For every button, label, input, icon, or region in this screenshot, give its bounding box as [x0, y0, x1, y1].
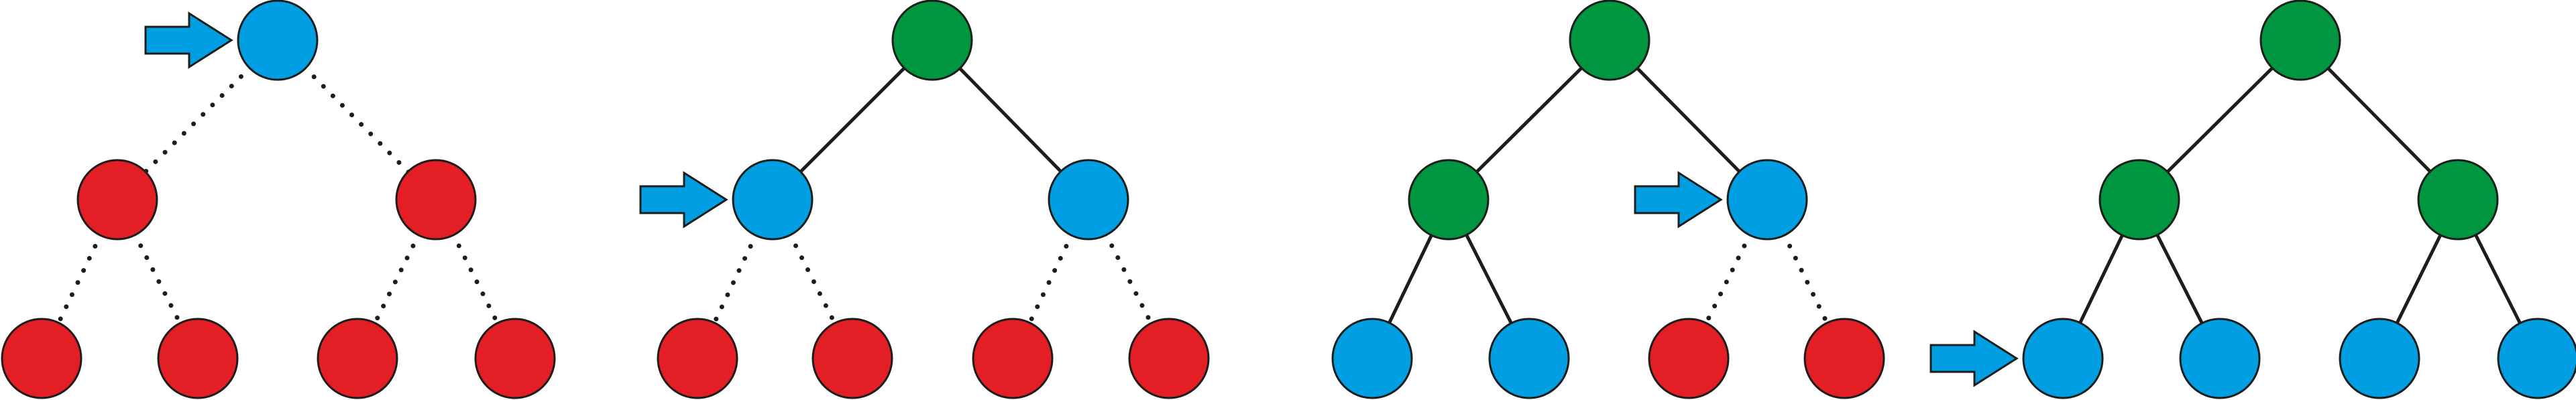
- solid-edge-1-3: [2078, 233, 2125, 325]
- blue-node-5: [2339, 318, 2420, 399]
- red-node-6: [474, 318, 556, 399]
- dotted-edge-1-4: [132, 231, 183, 327]
- red-node-5: [317, 318, 398, 399]
- dotted-edge-1-3: [711, 232, 759, 326]
- solid-edge-2-5: [2394, 233, 2443, 325]
- pointer-arrow-icon: [639, 171, 728, 228]
- red-node-2: [395, 159, 477, 241]
- blue-node-3: [1331, 318, 1413, 399]
- blue-node-2: [1048, 159, 1129, 241]
- green-node-2: [2417, 159, 2499, 241]
- dotted-edge-1-4: [787, 231, 838, 327]
- dotted-edge-2-6: [450, 231, 501, 327]
- red-node-1: [76, 159, 158, 241]
- tree-diagram-step-3: [1331, 0, 1885, 399]
- red-node-4: [157, 318, 239, 399]
- red-node-5: [1648, 318, 1730, 399]
- blue-node-6: [2497, 318, 2576, 399]
- dotted-edge-0-1: [142, 64, 254, 176]
- blue-node-4: [1488, 318, 1570, 399]
- tree-diagram-step-2: [639, 0, 1210, 399]
- dotted-edge-2-5: [1703, 231, 1753, 327]
- dotted-edge-2-5: [372, 231, 422, 327]
- solid-edge-2-6: [2473, 232, 2522, 326]
- green-node-1: [2098, 159, 2180, 241]
- green-node-0: [891, 0, 973, 81]
- solid-edge-0-2: [2326, 66, 2432, 174]
- green-node-1: [1408, 159, 1490, 241]
- blue-node-3: [2022, 318, 2104, 399]
- solid-edge-0-1: [1474, 66, 1584, 174]
- red-node-3: [657, 318, 738, 399]
- solid-edge-0-1: [2165, 66, 2275, 174]
- dotted-edge-2-6: [1103, 231, 1154, 327]
- solid-edge-1-3: [1387, 233, 1434, 325]
- red-node-5: [972, 318, 1054, 399]
- red-node-6: [1128, 318, 1210, 399]
- green-node-0: [2259, 0, 2341, 81]
- solid-edge-1-4: [2155, 232, 2204, 326]
- red-node-3: [1, 318, 82, 399]
- pointer-arrow-icon: [1929, 330, 2019, 387]
- pointer-arrow-icon: [144, 11, 233, 69]
- blue-node-4: [2179, 318, 2261, 399]
- green-node-0: [1569, 0, 1650, 81]
- blue-node-1: [732, 159, 814, 241]
- dotted-edge-2-6: [1781, 231, 1830, 327]
- tree-diagram-step-4: [1929, 0, 2576, 399]
- blue-node-0: [237, 0, 319, 81]
- red-node-4: [811, 318, 893, 399]
- dotted-edge-1-3: [56, 231, 103, 327]
- dotted-edge-0-2: [302, 64, 412, 176]
- blue-node-2: [1726, 159, 1808, 241]
- pointer-arrow-icon: [1634, 171, 1723, 228]
- tree-diagram-step-1: [1, 0, 556, 399]
- solid-edge-0-2: [1635, 66, 1742, 174]
- solid-edge-0-1: [798, 66, 907, 174]
- solid-edge-0-2: [958, 66, 1063, 174]
- red-node-6: [1803, 318, 1885, 399]
- dotted-edge-2-5: [1027, 231, 1074, 327]
- solid-edge-1-4: [1464, 232, 1514, 326]
